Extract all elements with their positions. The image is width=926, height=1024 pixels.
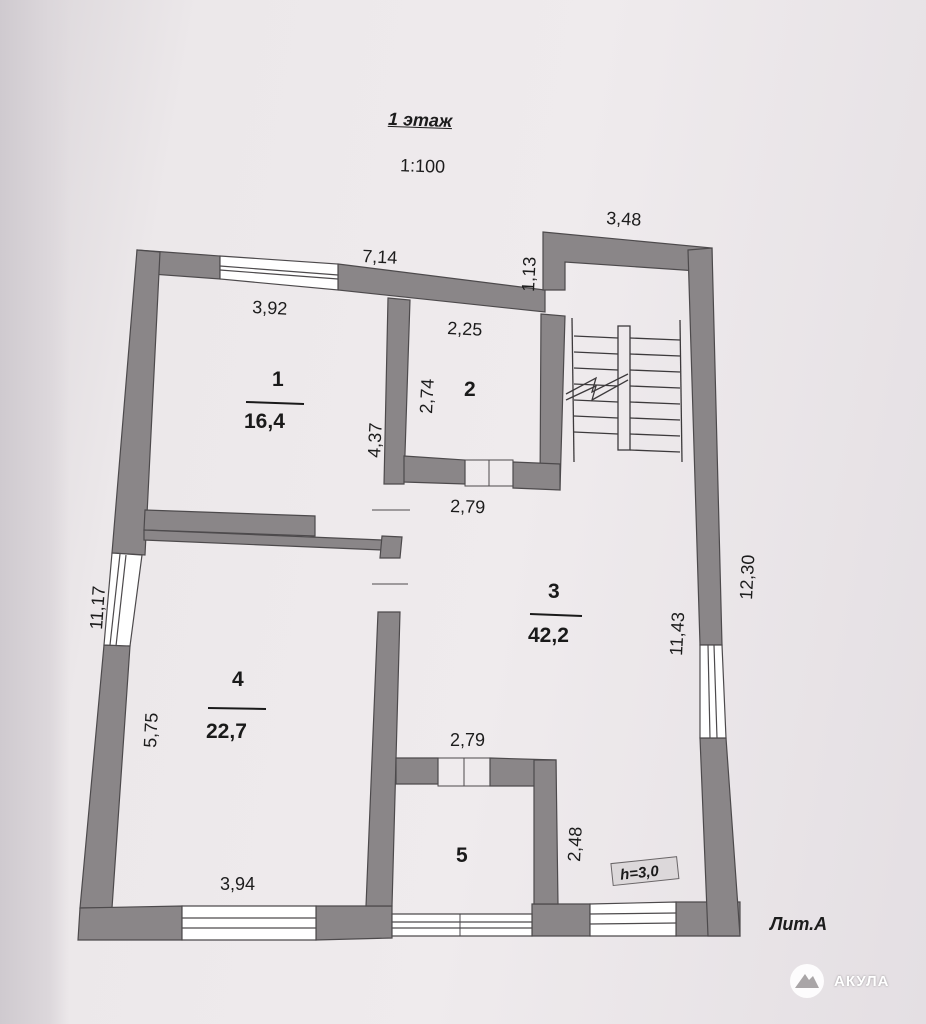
staircase [565,317,683,463]
ceiling-height-stamp: h=3,0 [610,856,680,887]
ceiling-height-box [610,856,680,887]
dim-outer-top-right: 3,48 [606,208,642,230]
dim-room2-height: 2,74 [416,378,438,414]
window-left [103,552,143,647]
room-4-fraction-line [207,707,267,710]
dim-room5-top: 2,79 [450,730,485,750]
dim-room2-width: 2,25 [447,318,483,340]
room-4-number: 4 [232,668,244,691]
room-1-area: 16,4 [244,410,285,433]
dim-room4-height: 5,75 [140,712,162,748]
room-4-area: 22,7 [206,720,247,743]
window-top [219,255,339,291]
wall-top-mid [337,263,546,313]
window-bottom-right [589,901,677,937]
room-5-number: 5 [456,844,468,867]
room-3-number: 3 [548,580,560,603]
wall-right-upper [687,247,723,646]
wall-stair-top [542,231,713,291]
dim-room4-width: 3,94 [220,874,255,894]
room-1-fraction-line [245,401,305,405]
wall-room1-room2 [383,297,411,485]
shark-logo-icon [790,964,824,998]
ceiling-height-label: h=3,0 [619,863,660,884]
dim-corridor-top: 2,79 [450,496,486,517]
wall-left-lower [79,644,131,909]
wall-room4-room3-upper [379,535,403,559]
room-2-number: 2 [464,378,476,401]
doors [372,459,514,936]
wall-left-upper [111,249,161,556]
windows [103,255,727,941]
room-1-number: 1 [272,368,284,391]
walls [77,231,741,941]
dim-room1-width: 3,92 [252,297,288,319]
stair-rail-right [679,319,683,463]
wall-room5-right [533,759,559,905]
dim-room5-height: 2,48 [564,826,586,862]
wall-bottom-mid [315,905,393,941]
dim-left-side: 11,17 [86,585,109,630]
watermark: АКУЛА [788,962,889,1000]
room-3-fraction-line [529,613,583,617]
stair-break-line [565,373,629,395]
entrance-door [391,913,533,937]
room-3-area: 42,2 [528,624,569,647]
wall-room5-top-a [395,757,439,785]
letter-label: Лит.А [770,914,828,934]
wall-room4-room3 [365,611,401,907]
wall-room1-room4 [143,509,316,537]
dim-right-side: 12,30 [736,554,758,600]
dim-outer-top-left: 7,14 [362,246,398,268]
stair-core [617,325,631,451]
page-fold-shadow [0,0,70,1024]
dim-room1-height: 4,37 [364,422,386,458]
dim-step-height: 1,13 [518,256,540,292]
window-bottom-left [181,905,317,941]
wall-room2-bottom-b [512,461,561,491]
wall-bottom-left [77,905,183,941]
watermark-text: АКУЛА [834,972,890,990]
wall-bottom-right1 [531,903,591,937]
wall-room2-bottom-a [403,455,466,485]
window-right [699,644,727,739]
dim-room3-height: 11,43 [666,612,688,657]
